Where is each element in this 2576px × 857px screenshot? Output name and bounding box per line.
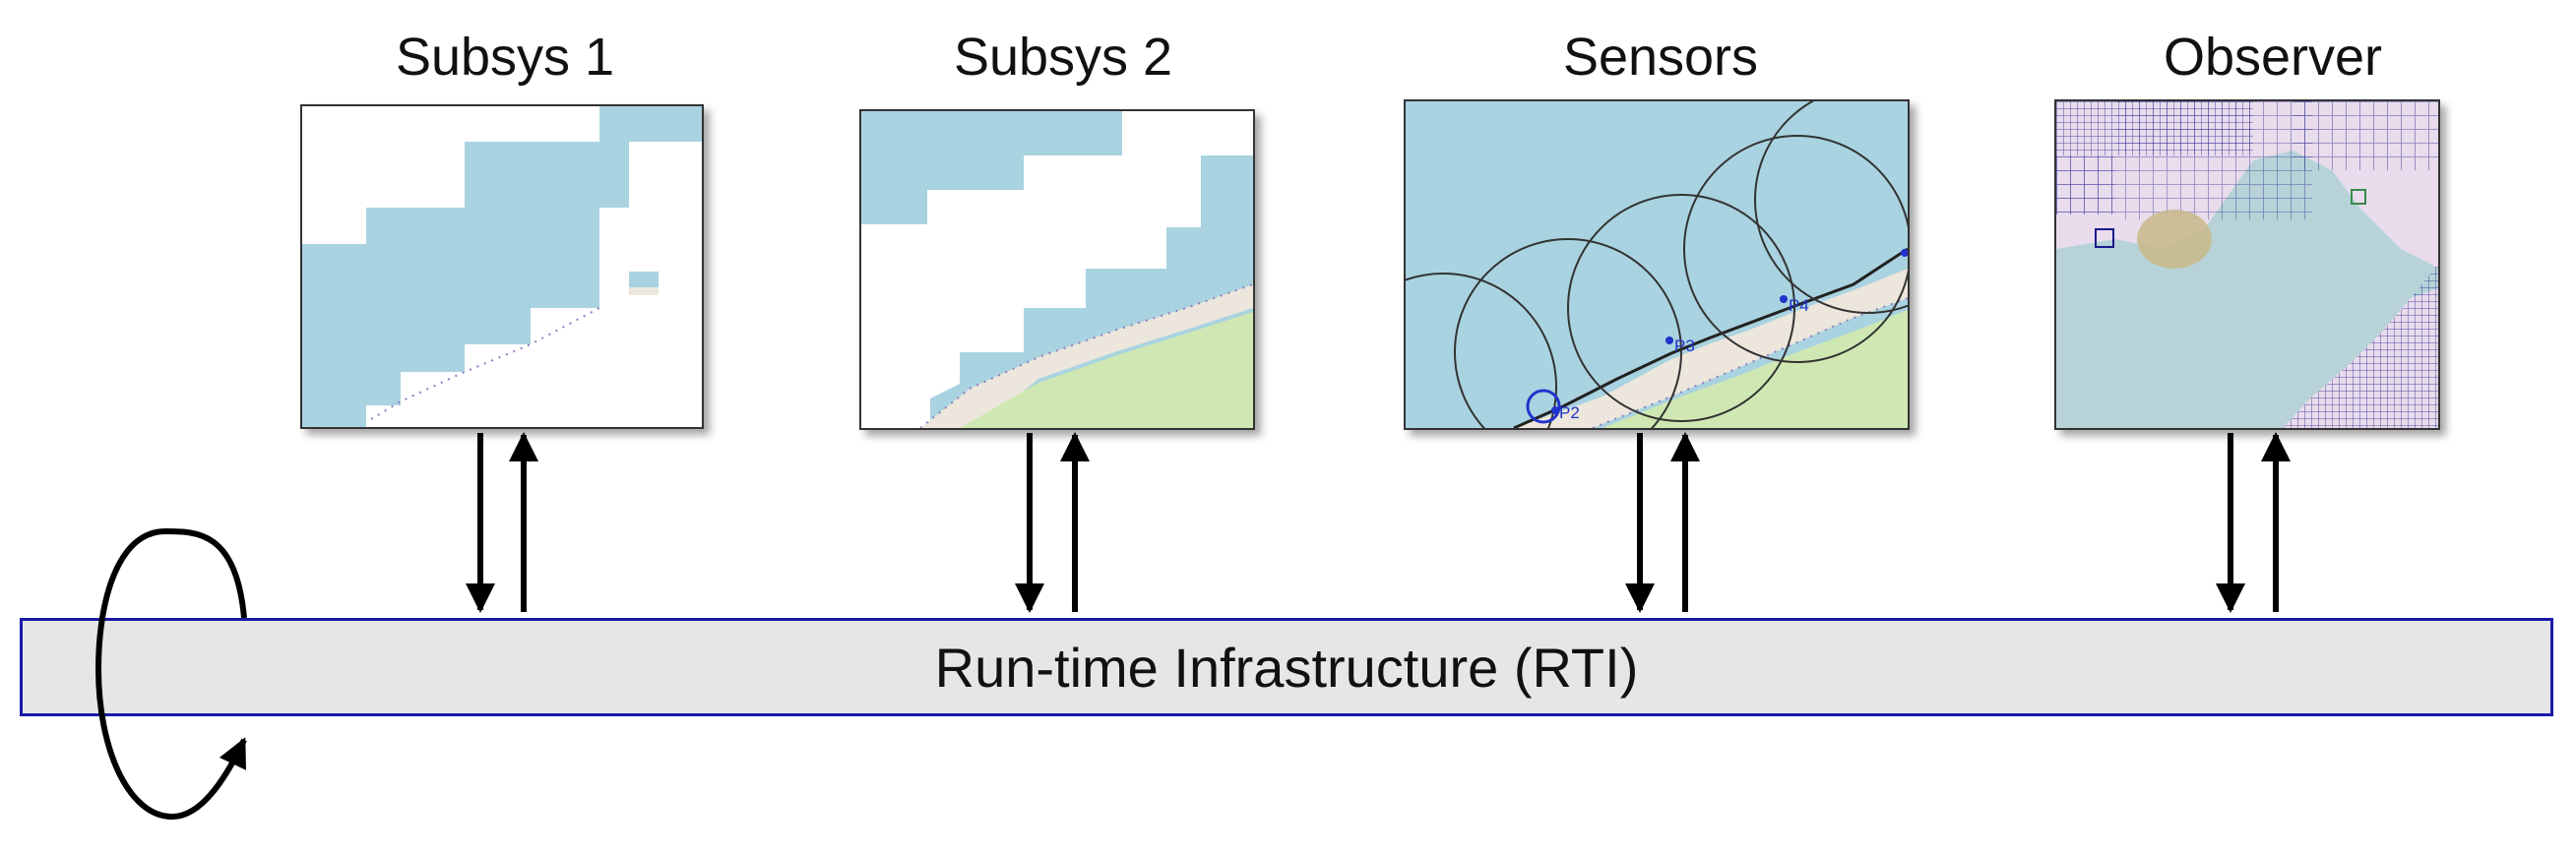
sensor-label-p2: P2	[1559, 403, 1580, 422]
subsys1-title: Subsys 1	[395, 28, 615, 87]
observer-title: Observer	[2163, 28, 2383, 87]
subsys2-land	[960, 312, 1253, 428]
observer-map	[2056, 101, 2438, 428]
observer-island	[2137, 210, 2212, 269]
sensors-map-panel: P2 P3 P4	[1404, 99, 1910, 430]
rti-bar: Run-time Infrastructure (RTI)	[20, 618, 2553, 716]
rti-label: Run-time Infrastructure (RTI)	[934, 636, 1639, 699]
sensors-land	[1602, 310, 1908, 428]
sensors-beach	[1514, 269, 1908, 428]
rti-loop-arrow	[94, 527, 247, 821]
subsys2-title: Subsys 2	[953, 28, 1173, 87]
subsys1-map	[302, 106, 702, 427]
observer-map-panel	[2054, 99, 2440, 430]
observer-dense-grid-right	[2283, 264, 2438, 428]
sensors-title: Sensors	[1562, 28, 1759, 87]
subsys2-map-panel	[859, 109, 1255, 430]
subsys1-water	[302, 106, 702, 427]
subsys1-map-panel	[300, 104, 704, 429]
sensor-track	[1513, 247, 1908, 428]
sensor-p2-marker	[1526, 389, 1561, 424]
observer-water	[2056, 151, 2438, 428]
sensor-range-circles	[1406, 101, 1908, 428]
subsys2-water-steps	[930, 155, 1253, 428]
subsys2-white-area	[861, 111, 1253, 428]
subsys2-beach	[920, 284, 1253, 428]
subsys2-map	[861, 111, 1253, 428]
sensor-label-p4: P4	[1789, 296, 1809, 315]
sensor-label-p3: P3	[1674, 337, 1695, 355]
sensors-map: P2 P3 P4	[1406, 101, 1908, 428]
subsys1-water-patch	[629, 272, 659, 287]
